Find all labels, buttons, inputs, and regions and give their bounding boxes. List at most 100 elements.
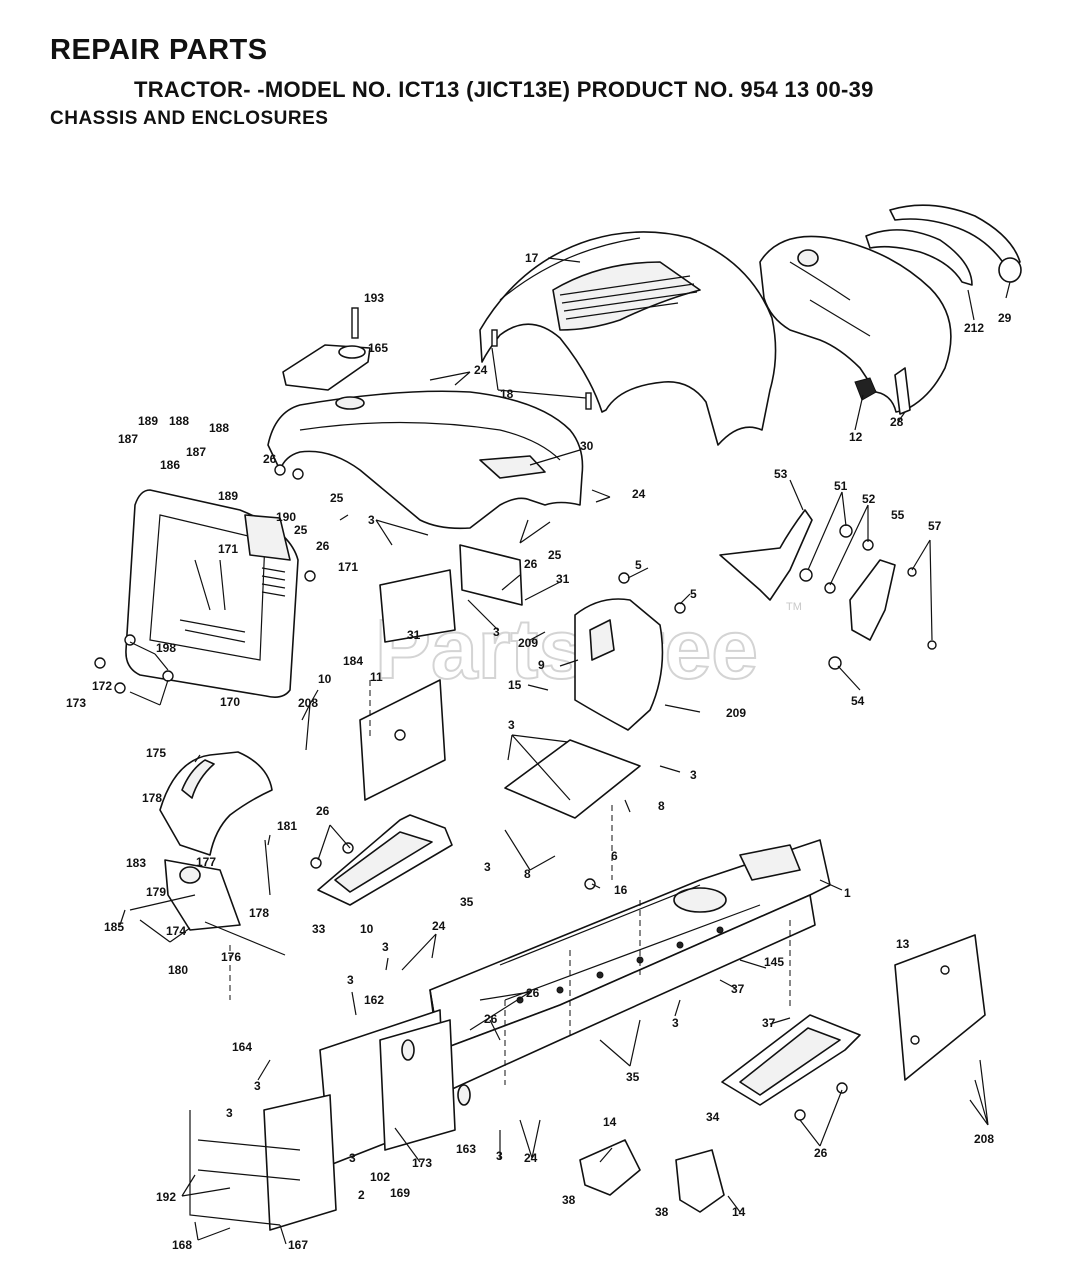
callout-28: 28 (890, 415, 904, 429)
callout-189: 189 (218, 489, 238, 503)
callout-6: 6 (611, 849, 618, 863)
callout-12: 12 (849, 430, 863, 444)
front-plates (189, 1009, 471, 1231)
callout-26: 26 (814, 1146, 828, 1160)
callout-180: 180 (168, 963, 188, 977)
callout-13: 13 (896, 937, 910, 951)
callout-173: 173 (66, 696, 86, 710)
callout-10: 10 (360, 922, 374, 936)
callout-5: 5 (690, 587, 697, 601)
side-plate (359, 679, 446, 801)
callout-52: 52 (862, 492, 876, 506)
callout-31: 31 (556, 572, 570, 586)
callout-5: 5 (635, 558, 642, 572)
callout-188: 188 (169, 414, 189, 428)
callout-176: 176 (221, 950, 241, 964)
callout-3: 3 (382, 940, 389, 954)
callouts: 17 193 165 24 18 30 24 25 26 189 188 188… (66, 251, 1012, 1252)
callout-24: 24 (432, 919, 446, 933)
callout-171: 171 (218, 542, 238, 556)
callout-11: 11 (370, 670, 383, 684)
callout-3: 3 (226, 1106, 233, 1120)
hood-mounts (579, 1139, 725, 1213)
callout-184: 184 (343, 654, 363, 668)
callout-179: 179 (146, 885, 166, 899)
callout-25: 25 (294, 523, 308, 537)
callout-208: 208 (298, 696, 318, 710)
callout-26: 26 (316, 804, 330, 818)
fuel-cover (282, 307, 371, 391)
callout-178: 178 (142, 791, 162, 805)
fasteners (94, 464, 937, 1121)
callout-26: 26 (263, 452, 277, 466)
callout-25: 25 (548, 548, 562, 562)
callout-198: 198 (156, 641, 176, 655)
callout-26: 26 (484, 1012, 498, 1026)
callout-3: 3 (347, 973, 354, 987)
callout-9: 9 (538, 658, 545, 672)
callout-26: 26 (316, 539, 330, 553)
callout-54: 54 (851, 694, 865, 708)
callout-34: 34 (706, 1110, 720, 1124)
callout-1: 1 (844, 886, 851, 900)
callout-3: 3 (254, 1079, 261, 1093)
callout-16: 16 (614, 883, 628, 897)
callout-183: 183 (126, 856, 146, 870)
steering-bracket (129, 751, 286, 956)
callout-38: 38 (562, 1193, 576, 1207)
callout-209: 209 (518, 636, 538, 650)
callout-181: 181 (277, 819, 297, 833)
callout-51: 51 (834, 479, 848, 493)
heat-shield (574, 598, 664, 731)
battery-tray (504, 739, 641, 819)
page-header: REPAIR PARTS TRACTOR- -MODEL NO. ICT13 (… (0, 0, 1072, 140)
footrests (317, 814, 861, 1106)
grille-assembly (759, 204, 1022, 415)
callout-164: 164 (232, 1040, 252, 1054)
page-title: REPAIR PARTS (50, 34, 268, 66)
callout-24: 24 (474, 363, 488, 377)
hood (479, 231, 777, 446)
callout-185: 185 (104, 920, 124, 934)
leader-lines (119, 257, 1011, 1245)
callout-162: 162 (364, 993, 384, 1007)
callout-26: 26 (524, 557, 538, 571)
callout-102: 102 (370, 1170, 390, 1184)
callout-37: 37 (762, 1016, 776, 1030)
callout-189: 189 (138, 414, 158, 428)
callout-167: 167 (288, 1238, 308, 1252)
watermark-tm: TM (786, 601, 802, 613)
callout-188: 188 (209, 421, 229, 435)
callout-38: 38 (655, 1205, 669, 1219)
callout-55: 55 (891, 508, 905, 522)
callout-53: 53 (774, 467, 788, 481)
callout-170: 170 (220, 695, 240, 709)
callout-18: 18 (500, 387, 514, 401)
model-line: TRACTOR- -MODEL NO. ICT13 (JICT13E) PROD… (134, 77, 874, 102)
callout-178: 178 (249, 906, 269, 920)
callout-174: 174 (166, 924, 186, 938)
callout-25: 25 (330, 491, 344, 505)
callout-3: 3 (672, 1016, 679, 1030)
callout-29: 29 (998, 311, 1012, 325)
callout-193: 193 (364, 291, 384, 305)
callout-35: 35 (460, 895, 474, 909)
callout-24: 24 (632, 487, 646, 501)
callout-169: 169 (390, 1186, 410, 1200)
callout-172: 172 (92, 679, 112, 693)
callout-3: 3 (368, 513, 375, 527)
callout-3: 3 (349, 1151, 356, 1165)
callout-175: 175 (146, 746, 166, 760)
callout-192: 192 (156, 1190, 176, 1204)
callout-209: 209 (726, 706, 746, 720)
callout-35: 35 (626, 1070, 640, 1084)
callout-187: 187 (118, 432, 138, 446)
callout-190: 190 (276, 510, 296, 524)
callout-8: 8 (658, 799, 665, 813)
chassis-frame (429, 839, 831, 1121)
rear-side-plate (894, 934, 986, 1081)
brackets (379, 509, 896, 643)
callout-57: 57 (928, 519, 942, 533)
callout-171: 171 (338, 560, 358, 574)
